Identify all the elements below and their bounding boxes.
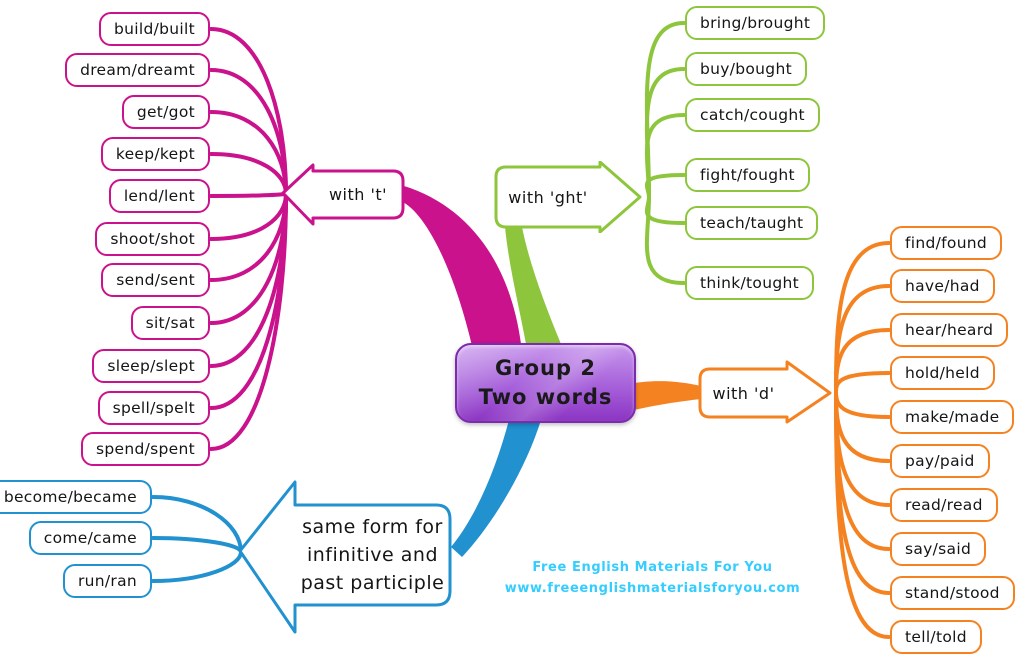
node-shoot-shot[interactable]: shoot/shot <box>95 222 210 256</box>
curve-think-tought <box>644 195 686 285</box>
node-hear-heard[interactable]: hear/heard <box>890 313 1009 347</box>
node-sit-sat[interactable]: sit/sat <box>130 306 210 340</box>
branch-label-line: past participle <box>300 572 445 594</box>
curve-spell-spelt <box>209 192 288 410</box>
branch-ribbon-with-d <box>634 381 701 410</box>
branch-ribbon-same-form <box>451 420 541 557</box>
node-catch-cought[interactable]: catch/cought <box>685 98 820 132</box>
curve-dream-dreamt <box>209 68 288 196</box>
right-arrow-shape <box>698 360 832 424</box>
node-think-tought[interactable]: think/tought <box>685 266 814 300</box>
curve-make-made <box>834 390 891 419</box>
node-spell-spelt[interactable]: spell/spelt <box>97 391 210 425</box>
node-pay-paid[interactable]: pay/paid <box>890 444 990 478</box>
branch-label-with-t[interactable]: with 't' <box>281 163 405 226</box>
branch-label-text: with 'ght' <box>508 187 588 207</box>
curve-get-got <box>209 110 288 196</box>
node-become-became[interactable]: become/became <box>0 480 152 514</box>
central-topic-line1: Group 2 <box>495 356 596 380</box>
node-tell-told[interactable]: tell/told <box>890 620 982 654</box>
node-get-got[interactable]: get/got <box>121 95 210 129</box>
node-run-ran[interactable]: run/ran <box>62 564 152 598</box>
curve-pay-paid <box>834 390 891 463</box>
branch-label-text: with 'd' <box>712 383 775 403</box>
curve-hold-held <box>834 371 891 394</box>
branch-label-same-form[interactable]: same form for infinitive and past partic… <box>236 478 455 634</box>
node-fight-fought[interactable]: fight/fought <box>685 158 810 192</box>
curve-run-ran <box>151 550 243 583</box>
left-arrow-shape <box>238 480 452 634</box>
node-keep-kept[interactable]: keep/kept <box>100 137 210 171</box>
node-make-made[interactable]: make/made <box>890 400 1015 434</box>
branch-ribbon-with-t <box>401 186 521 350</box>
curve-teach-taught <box>644 195 686 225</box>
branch-label-line: same form for <box>302 516 443 538</box>
node-say-said[interactable]: say/said <box>890 532 987 566</box>
curve-become-became <box>151 495 243 554</box>
watermark-line1: Free English Materials For You <box>532 560 773 575</box>
curve-fight-fought <box>644 173 686 199</box>
branch-label-with-ght[interactable]: with 'ght' <box>494 161 642 233</box>
left-arrow-shape <box>281 163 405 226</box>
right-arrow-shape <box>494 161 642 233</box>
branch-label-with-d[interactable]: with 'd' <box>698 358 834 424</box>
curve-lend-lent <box>209 192 288 198</box>
curve-bring-brought <box>644 21 686 199</box>
curve-catch-cought <box>644 113 686 199</box>
node-find-found[interactable]: find/found <box>890 226 1003 260</box>
branch-label-line: infinitive and <box>306 544 439 566</box>
curve-tell-told <box>834 390 891 639</box>
node-spend-spent[interactable]: spend/spent <box>81 432 210 466</box>
node-send-sent[interactable]: send/sent <box>101 263 210 297</box>
node-buy-bought[interactable]: buy/bought <box>685 52 807 86</box>
curve-spend-spent <box>209 192 288 451</box>
node-dream-dreamt[interactable]: dream/dreamt <box>65 53 210 87</box>
node-hold-held[interactable]: hold/held <box>890 356 995 390</box>
node-bring-brought[interactable]: bring/brought <box>685 6 826 40</box>
node-stand-stood[interactable]: stand/stood <box>890 576 1015 610</box>
node-read-read[interactable]: read/read <box>890 488 998 522</box>
central-topic[interactable]: Group 2 Two words <box>455 343 636 423</box>
branch-label-text: same form for infinitive and past partic… <box>295 505 450 605</box>
node-have-had[interactable]: have/had <box>890 269 995 303</box>
curve-come-came <box>151 536 243 554</box>
watermark-line2: www.freeenglishmaterialsforyou.com <box>504 581 801 596</box>
branch-ribbon-with-ght <box>505 227 561 344</box>
curve-keep-kept <box>209 152 288 196</box>
branch-label-text: with 't' <box>328 185 388 204</box>
watermark: Free English Materials For You www.freee… <box>500 557 805 599</box>
node-come-came[interactable]: come/came <box>28 521 152 555</box>
curve-hear-heard <box>834 328 891 394</box>
node-lend-lent[interactable]: lend/lent <box>108 179 210 213</box>
node-teach-taught[interactable]: teach/taught <box>685 206 819 240</box>
curve-shoot-shot <box>209 192 288 241</box>
central-topic-line2: Two words <box>478 385 613 409</box>
node-sleep-slept[interactable]: sleep/slept <box>92 349 210 383</box>
node-build-built[interactable]: build/built <box>99 12 210 46</box>
